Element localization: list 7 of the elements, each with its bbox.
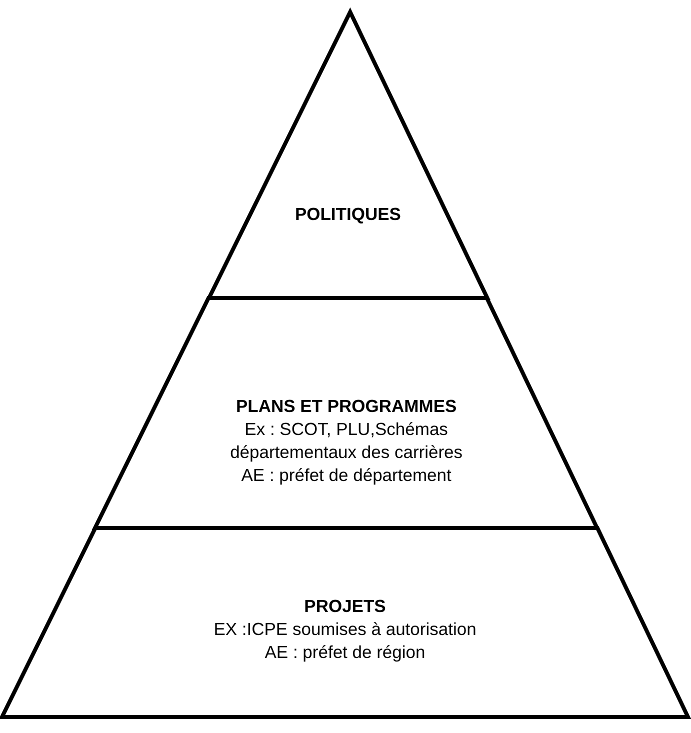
tier-heading: PROJETS [303, 595, 387, 618]
tier-text: EX :ICPE soumises à autorisation [212, 618, 478, 641]
tier-text: AE : préfet de département [240, 464, 452, 487]
tier-heading: PLANS ET PROGRAMMES [234, 395, 458, 418]
tier-heading: POLITIQUES [294, 203, 402, 226]
tier-text: Ex : SCOT, PLU,Schémas départementaux des carrières [229, 418, 464, 464]
tier-text: AE : préfet de région [264, 641, 426, 664]
